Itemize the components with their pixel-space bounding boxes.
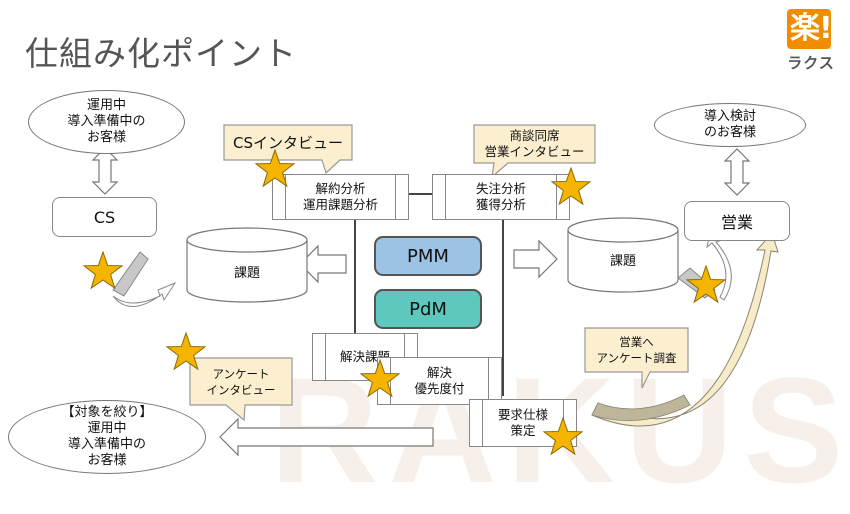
logo-kanji: 楽	[790, 11, 820, 46]
process-side-bar	[470, 400, 483, 446]
process-churn-analysis-label: 解約分析 運用課題分析	[302, 181, 378, 212]
logo-exclamation: !	[819, 11, 833, 46]
database-right	[567, 217, 679, 293]
process-side-bar	[556, 175, 569, 219]
star-icon	[360, 359, 400, 397]
role-pdm: PdM	[374, 289, 482, 329]
logo-badge	[787, 9, 831, 49]
targeted-customers-label: 【対象を絞り】 運用中 導入準備中の お客様	[61, 405, 153, 468]
diagram-shapes	[91, 124, 779, 457]
callout-survey-interview	[189, 357, 293, 422]
process-side-bar	[488, 358, 501, 404]
star-icon	[166, 332, 206, 370]
callout-sales-survey-text: 営業へ アンケート調査	[596, 335, 677, 365]
ellipse-sales-customers: 導入検討 のお客様	[654, 103, 806, 147]
role-pmm-label: PMM	[407, 245, 449, 267]
callout-survey-interview-text: アンケート インタビュー	[206, 366, 276, 397]
star-icon	[543, 417, 583, 455]
star-icon	[686, 265, 726, 303]
database-left-label: 課題	[233, 266, 260, 281]
star-icon	[83, 251, 123, 289]
callout-cs-interview-text: CSインタビュー	[233, 133, 343, 152]
process-requirements: 要求仕様 策定	[469, 399, 577, 447]
team-sales-label: 営業	[720, 213, 753, 232]
process-churn-analysis: 解約分析 運用課題分析	[272, 174, 409, 220]
process-side-bar	[395, 175, 408, 219]
process-prioritize-label: 解決 優先度付	[414, 365, 465, 396]
double-arrow-icon	[723, 148, 751, 196]
star-icon	[551, 167, 591, 205]
process-lost-deal-analysis-label: 失注分析 獲得分析	[475, 181, 526, 212]
team-box-cs: CS	[52, 197, 157, 237]
team-cs-label: CS	[93, 207, 116, 227]
database-right-label: 課題	[609, 254, 636, 269]
process-side-bar	[313, 334, 326, 380]
callout-sales-interview-text: 商談同席 営業インタビュー	[484, 128, 585, 159]
process-side-bar	[378, 358, 391, 404]
sales-customers-label: 導入検討 のお客様	[703, 109, 756, 140]
block-arrow-icon	[513, 239, 558, 279]
logo-text: ラクス	[787, 54, 835, 72]
process-lost-deal-analysis: 失注分析 獲得分析	[432, 174, 570, 220]
block-arrow-icon	[219, 417, 434, 457]
role-pmm: PMM	[374, 236, 482, 276]
star-icon	[255, 149, 295, 187]
ellipse-cs-customers: 運用中 導入準備中の お客様	[28, 90, 185, 154]
callout-sales-survey	[584, 327, 689, 389]
stars-layer	[83, 149, 726, 455]
callout-cs-interview	[223, 124, 353, 175]
process-side-bar	[433, 175, 446, 219]
curved-arrow-icon	[112, 251, 177, 307]
double-arrow-icon	[91, 147, 119, 195]
database-left	[186, 227, 308, 303]
process-requirements-label: 要求仕様 策定	[497, 407, 548, 438]
process-prioritize: 解決 優先度付	[377, 357, 502, 405]
ellipse-targeted-customers: 【対象を絞り】 運用中 導入準備中の お客様	[8, 400, 206, 474]
block-arrow-icon	[299, 244, 347, 284]
team-box-sales: 営業	[684, 201, 790, 241]
process-side-bar	[273, 175, 286, 219]
callout-sales-interview	[473, 124, 596, 179]
cs-customers-label: 運用中 導入準備中の お客様	[67, 98, 146, 145]
page-title: 仕組み化ポイント	[25, 34, 297, 73]
curved-arrow-icon	[591, 232, 779, 427]
role-pdm-label: PdM	[409, 298, 447, 320]
